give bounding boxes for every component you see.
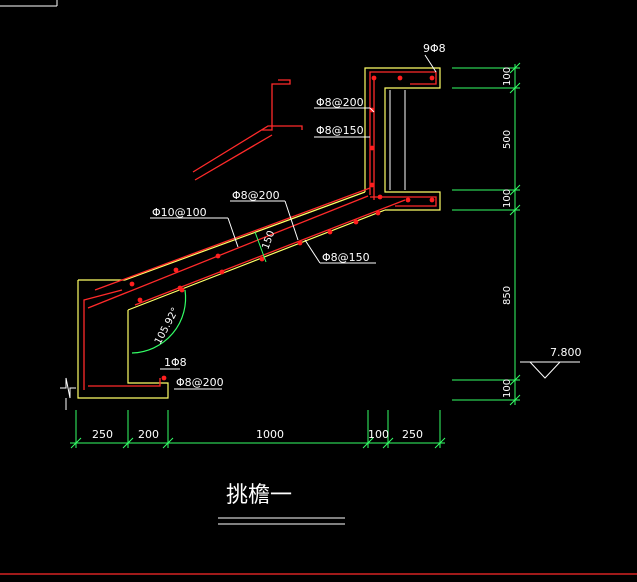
rebar-dot	[327, 229, 333, 235]
rebar-dot	[215, 253, 221, 259]
label-slab-dist: Φ8@200	[232, 189, 280, 202]
label-edge-bar: 1Φ8	[164, 356, 187, 369]
concrete-outline	[77, 67, 441, 399]
label-stirrup-mid: Φ8@150	[316, 124, 364, 137]
dim-right-4: 100	[502, 379, 513, 398]
rebar-dot	[405, 197, 411, 203]
rebar-dot	[259, 256, 265, 262]
dim-right-3: 850	[502, 286, 513, 305]
angle-arc	[131, 289, 187, 354]
rebar-dot	[179, 287, 185, 293]
rebar-dot	[369, 145, 375, 151]
dim-right-2: 100	[502, 189, 513, 208]
rebar-dot	[377, 194, 383, 200]
label-elevation: 7.800	[550, 346, 582, 359]
rebar-dot	[173, 267, 179, 273]
dim-bottom-4: 250	[402, 428, 423, 441]
dim-bottom-1: 200	[138, 428, 159, 441]
rebar-dot	[353, 219, 359, 225]
label-slab-main: Φ10@100	[152, 206, 207, 219]
upstand-interior-lines	[389, 90, 406, 190]
label-stirrup-top: Φ8@200	[316, 96, 364, 109]
rebar-dot	[397, 75, 403, 81]
label-thickness: 150	[260, 229, 277, 251]
rebar-dot	[375, 210, 381, 216]
rebar-dot	[137, 297, 143, 303]
title-underline	[218, 517, 345, 525]
rebar-dot	[429, 197, 435, 203]
label-top-rebar: 9Φ8	[423, 42, 446, 55]
rebar-dot	[161, 375, 167, 381]
dim-bottom-2: 1000	[256, 428, 284, 441]
rebar-dot	[371, 75, 377, 81]
dim-right-0: 100	[502, 67, 513, 86]
rebar-dot	[219, 269, 225, 275]
thickness-dim	[254, 231, 267, 263]
bottom-dimension-chain	[70, 410, 446, 449]
rebar-dot	[429, 75, 435, 81]
dim-right-1: 500	[502, 130, 513, 149]
right-dimension-chain	[452, 62, 521, 406]
leader-lines	[150, 54, 437, 390]
dim-bottom-0: 250	[92, 428, 113, 441]
rebar-dot	[297, 240, 303, 246]
break-symbol	[60, 377, 76, 410]
label-slab-bottom: Φ8@150	[322, 251, 370, 264]
rebar-dots	[129, 75, 435, 381]
elevation-mark	[520, 361, 580, 379]
rebar-dot	[129, 281, 135, 287]
drawing-title: 挑檐一	[226, 483, 292, 508]
rebar-dot	[369, 182, 375, 188]
label-bottom-stirrup: Φ8@200	[176, 376, 224, 389]
label-angle: 105.92°	[153, 306, 181, 346]
dim-bottom-3: 100	[368, 428, 389, 441]
